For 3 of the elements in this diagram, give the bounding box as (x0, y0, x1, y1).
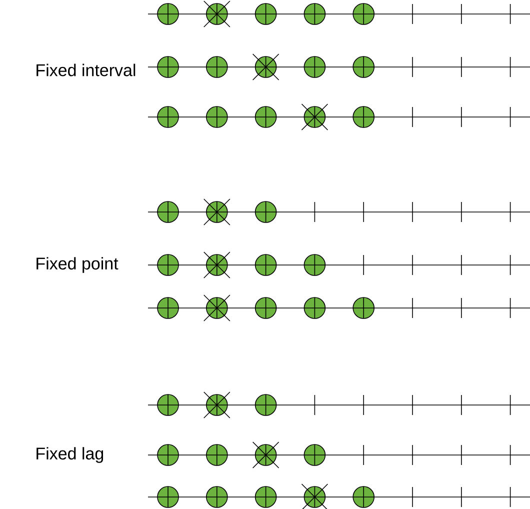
group-label: Fixed interval (36, 64, 136, 76)
group-label: Fixed lag (36, 447, 104, 463)
group-label: Fixed point (36, 257, 118, 273)
